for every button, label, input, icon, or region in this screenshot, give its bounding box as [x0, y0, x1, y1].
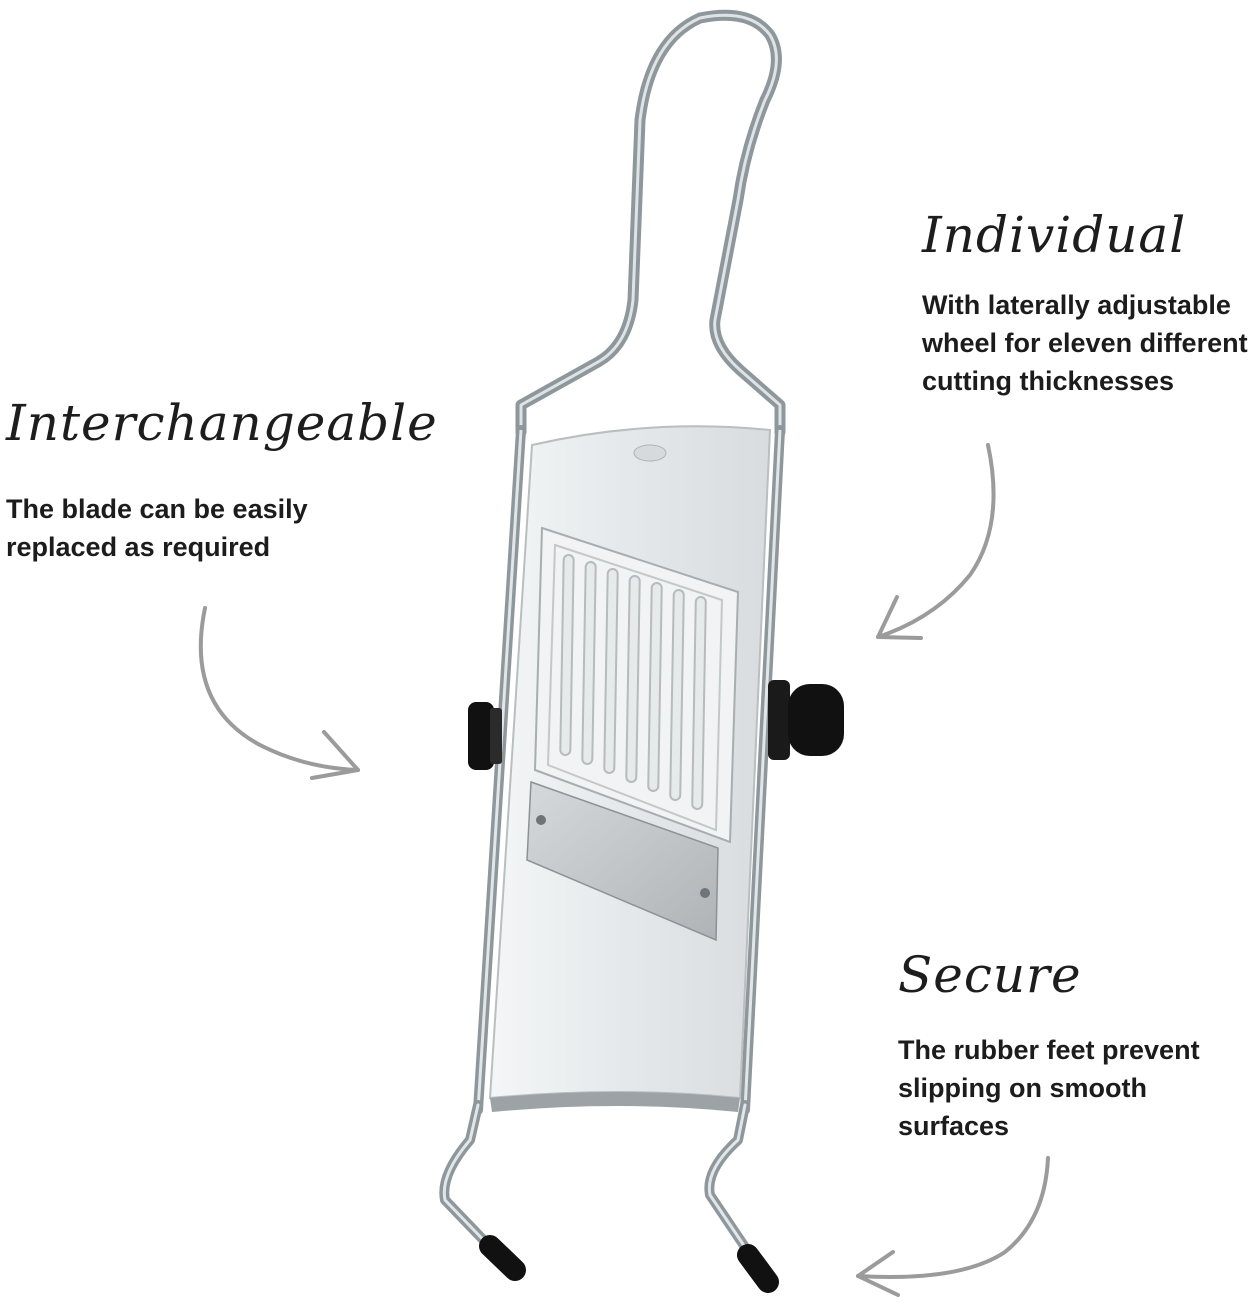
left-adjustment-knob [468, 702, 502, 770]
interchangeable-description: The blade can be easily replaced as requ… [6, 494, 308, 562]
secure-heading: Secure [898, 946, 1082, 1004]
right-rubber-foot [737, 1244, 779, 1293]
secure-description: The rubber feet prevent slipping on smoo… [898, 1035, 1200, 1141]
insert-ribs [559, 554, 707, 810]
arrow-interchangeable [198, 606, 360, 780]
left-rubber-foot [479, 1235, 526, 1281]
blade-screw-left [536, 815, 546, 825]
individual-heading: Individual [922, 206, 1187, 264]
individual-description: With laterally adjustable wheel for elev… [922, 290, 1248, 396]
right-adjustment-knob [768, 680, 844, 760]
blade-screw-right [700, 888, 710, 898]
cutting-blade [526, 780, 719, 942]
brand-badge [633, 444, 667, 462]
arrow-individual [876, 443, 996, 640]
interchangeable-heading: Interchangeable [6, 394, 438, 452]
arrow-secure [856, 1156, 1050, 1297]
